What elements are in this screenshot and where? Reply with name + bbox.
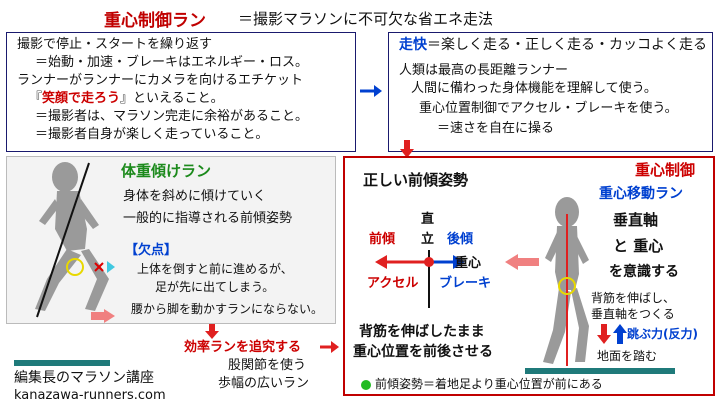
lean-run-panel: 体重傾けラン 身体を斜めに傾けていく 一般的に指導される前傾姿勢 【欠点】 上体… xyxy=(6,156,336,324)
back-line-1: 背筋を伸ばし、 xyxy=(591,291,676,305)
fault-line-1: 上体を倒すと前に進めるが、 xyxy=(137,262,293,276)
and-cog: と 重心 xyxy=(613,237,664,255)
right-arrow-icon xyxy=(360,85,382,97)
sokai-line-4: ＝速さを自在に操る xyxy=(437,121,555,136)
correct-posture: 正しい前傾姿勢 xyxy=(363,171,469,189)
posture-axis-diagram xyxy=(375,250,465,308)
intro-line-1: 撮影で停止・スタートを繰り返す xyxy=(17,37,213,52)
runner-upright-figure xyxy=(543,197,589,366)
intro-line-4: 『笑顔で走ろう』といえること。 xyxy=(29,91,224,106)
cog-control-title: 重心制御 xyxy=(635,161,696,179)
intro-box: 撮影で停止・スタートを繰り返す ＝始動・加速・ブレーキはエネルギー・ロス。 ラン… xyxy=(6,32,356,152)
pink-left-arrow-icon xyxy=(505,254,539,270)
page-title: 重心制御ラン xyxy=(104,11,206,31)
lecture-title: 編集長のマラソン講座 xyxy=(14,370,154,386)
hip-joint: 股関節を使う xyxy=(228,358,307,373)
page-subtitle: ＝撮影マラソンに不可欠な省エネ走法 xyxy=(238,10,494,28)
cog-label: 重心 xyxy=(455,256,482,271)
updown-arrows-icon xyxy=(597,324,627,344)
backward-lean: 後傾 xyxy=(447,232,474,247)
lean-run-line-1: 身体を斜めに傾けていく xyxy=(123,189,267,204)
main-line-2: 重心位置を前後させる xyxy=(353,344,493,360)
fault-line-3: 腰から脚を動かすランにならない。 xyxy=(131,302,324,316)
upright-char-2: 立 xyxy=(421,232,435,247)
intro-line-5: ＝撮影者は、マラソン完走に余裕があること。 xyxy=(35,109,309,124)
ground-bar-left xyxy=(14,360,110,366)
right-arrow-icon xyxy=(320,341,339,353)
jump-force: 跳ぶ力(反力) xyxy=(627,327,698,341)
be-aware: を意識する xyxy=(609,264,679,280)
sokai-line-1: 人類は最高の長距離ランナー xyxy=(399,63,569,78)
upright-char-1: 直 xyxy=(421,212,435,227)
cog-control-panel: 正しい前傾姿勢 重心制御 重心移動ラン 垂直軸 と 重心 を意識する 直 立 前… xyxy=(343,156,715,396)
main-line-1: 背筋を伸ばしたまま xyxy=(359,324,485,340)
lean-note: 前傾姿勢＝着地足より重心位置が前にある xyxy=(361,376,603,392)
sokai-heading: 走快 xyxy=(399,37,427,53)
fault-label: 【欠点】 xyxy=(125,243,178,258)
intro-line-2: ＝始動・加速・ブレーキはエネルギー・ロス。 xyxy=(35,55,309,70)
cog-shift-run: 重心移動ラン xyxy=(599,186,683,202)
green-dot-icon xyxy=(361,379,371,390)
lean-run-title: 体重傾けラン xyxy=(121,162,212,180)
sokai-heading-line: 走快＝楽しく走る・正しく走る・カッコよく走る xyxy=(399,37,707,53)
down-arrow-icon xyxy=(205,324,219,339)
down-arrow-icon xyxy=(400,140,414,158)
vertical-axis: 垂直軸 xyxy=(613,211,659,229)
sokai-line-2: 人間に備わった身体機能を理解して使う。 xyxy=(411,81,657,96)
intro-line-3: ランナーがランナーにカメラを向けるエチケット xyxy=(17,73,304,88)
runner-lean-figure xyxy=(35,162,115,318)
forward-lean: 前傾 xyxy=(369,232,396,247)
sokai-line-3: 重心位置制御でアクセル・ブレーキを使う。 xyxy=(419,101,678,116)
brake-label: ブレーキ xyxy=(439,276,492,291)
smile-highlight: 笑顔で走ろう xyxy=(42,91,121,106)
ground-bar-right xyxy=(525,368,675,374)
lean-run-line-2: 一般的に指導される前傾姿勢 xyxy=(123,211,293,226)
step-ground: 地面を踏む xyxy=(597,349,658,363)
back-line-2: 垂直軸をつくる xyxy=(591,307,675,321)
efficient-run: 効率ランを追究する xyxy=(184,340,302,355)
wide-stride: 歩幅の広いラン xyxy=(218,376,310,391)
intro-line-6: ＝撮影者自身が楽しく走っていること。 xyxy=(35,127,269,142)
pink-arrow-icon xyxy=(91,309,115,323)
sokai-box: 走快＝楽しく走る・正しく走る・カッコよく走る 人類は最高の長距離ランナー 人間に… xyxy=(388,32,713,152)
site-url[interactable]: kanazawa-runners.com xyxy=(14,388,166,403)
fault-line-2: 足が先に出てしまう。 xyxy=(155,280,275,294)
accelerator-label: アクセル xyxy=(367,276,419,291)
